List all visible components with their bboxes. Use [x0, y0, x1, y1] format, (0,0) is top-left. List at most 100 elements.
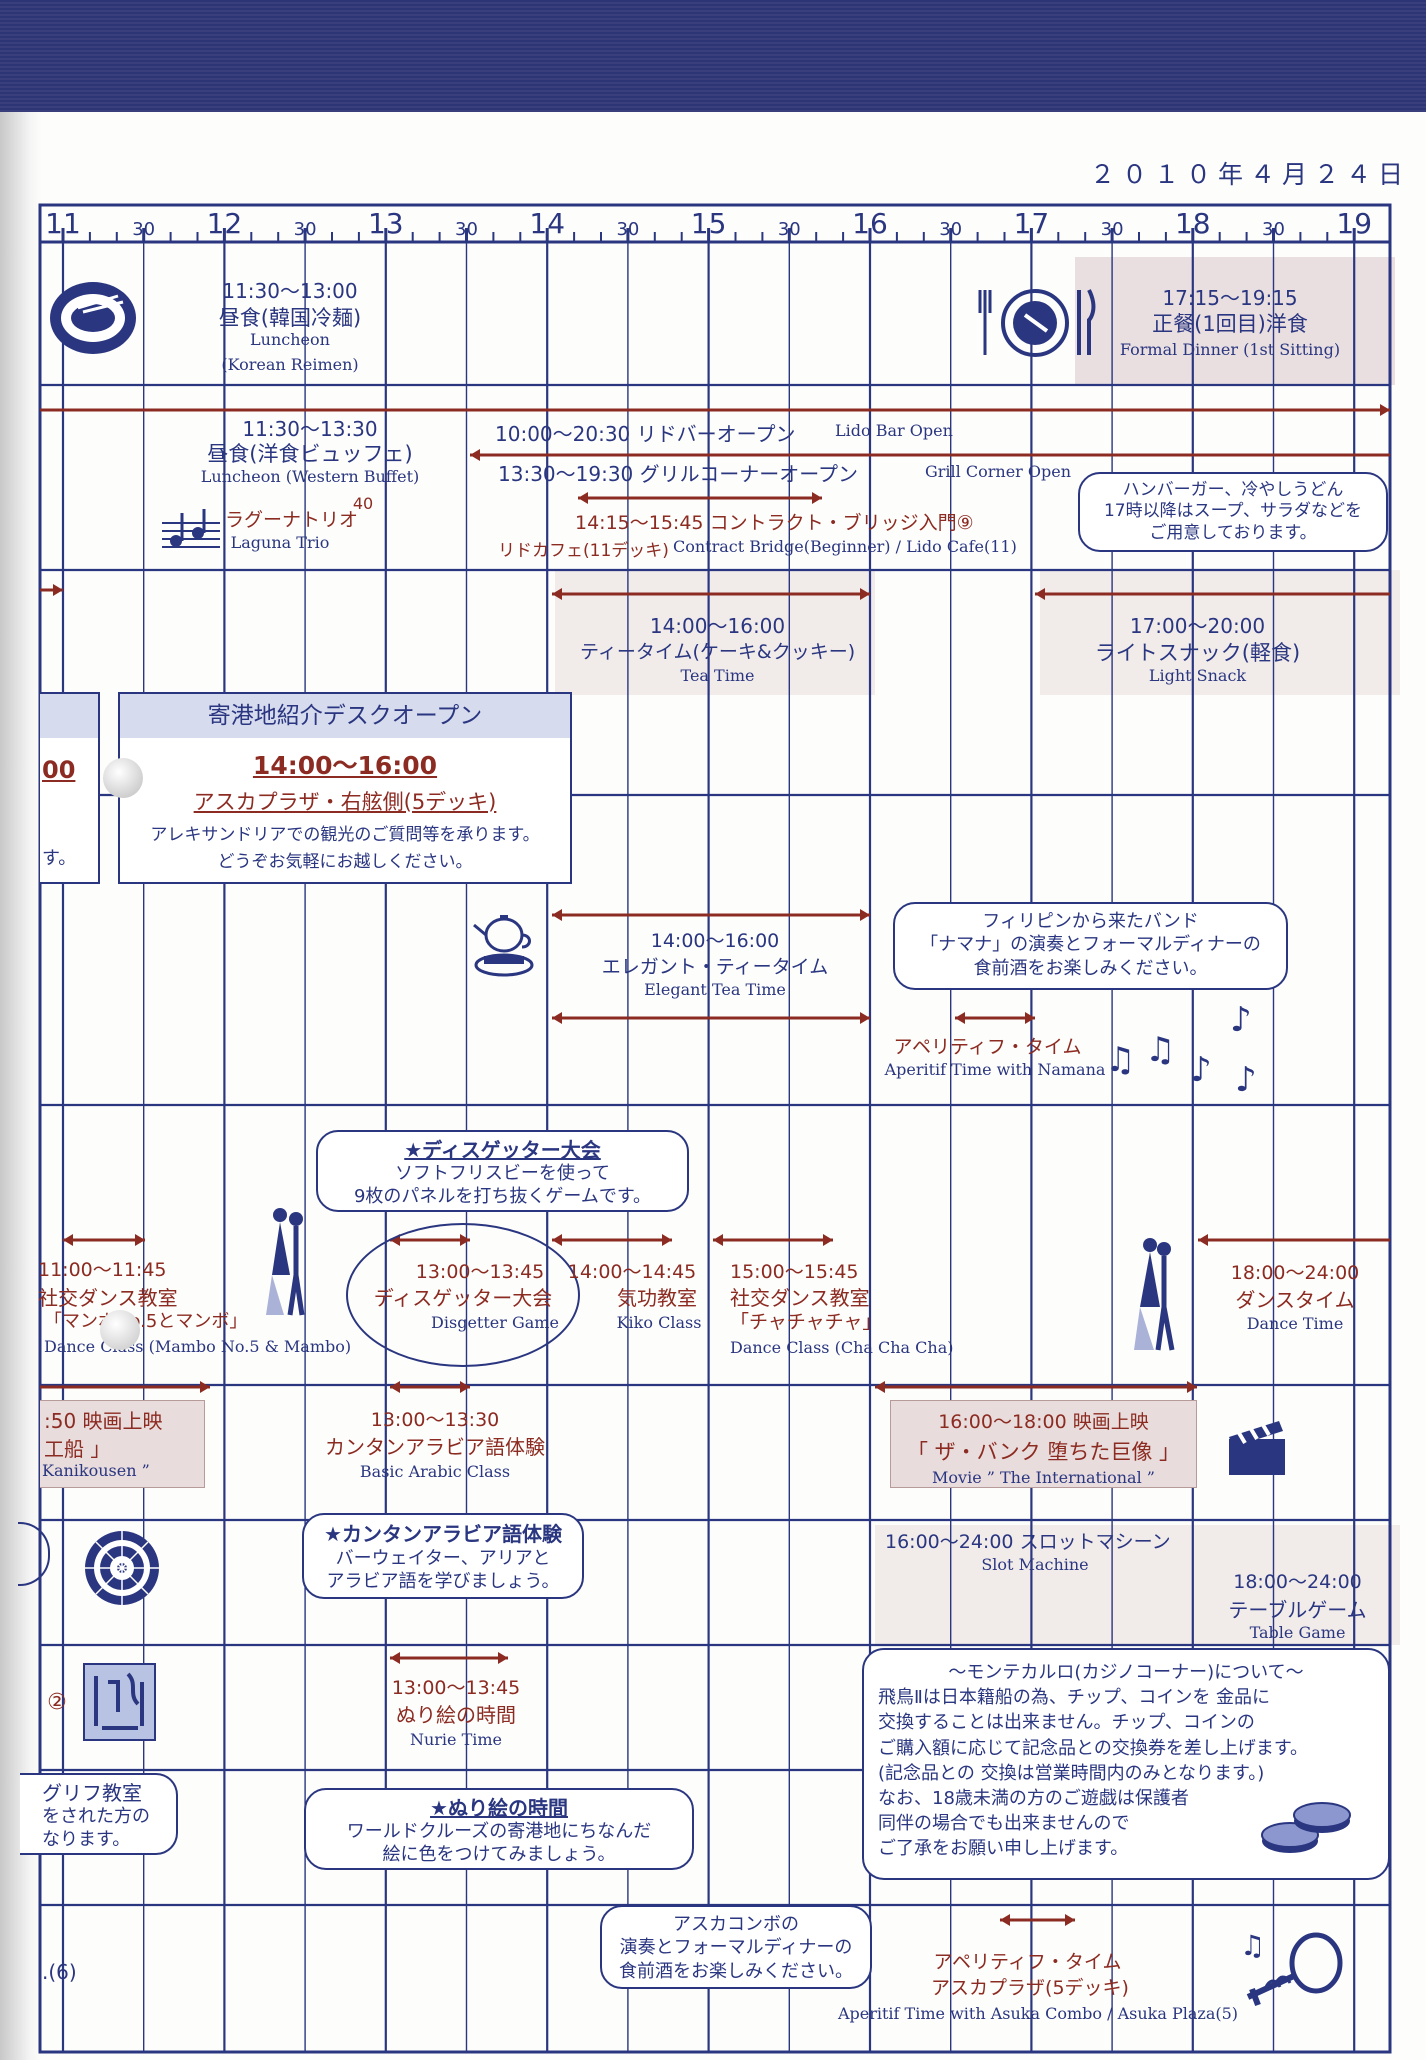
nurie-time-en: Nurie Time — [409, 1730, 503, 1749]
plate-bowl-icon — [48, 278, 138, 358]
kiko-en: Kiko Class — [616, 1313, 702, 1332]
arabic-class-title: カンタンアラビア語体験 — [325, 1435, 545, 1459]
dance-time-time: 18:00〜24:00 — [1230, 1262, 1360, 1284]
elegant-tea-en: Elegant Tea Time — [644, 980, 786, 999]
port-desk-box: 寄港地紹介デスクオープン 14:00〜16:00 アスカプラザ・右舷側(5デッキ… — [118, 692, 572, 884]
disgetter-title: ディスゲッター大会 — [373, 1286, 553, 1310]
prev-row3-arrow-head — [53, 584, 63, 596]
nurie-arrow-head-right — [498, 1652, 508, 1664]
binder-hole-2 — [100, 1310, 140, 1350]
dance-class1-time: 11:00〜11:45 — [38, 1259, 167, 1281]
combo-info-bubble: アスカコンボの演奏とフォーマルディナーの食前酒をお楽しみください。 — [600, 1905, 872, 1989]
arabic-info-bubble: ★カンタンアラビア語体験 バーウェイター、アリアとアラビア語を学びましょう。 — [302, 1513, 584, 1599]
slot-shade — [875, 1525, 1400, 1645]
elegant-tea-arrow-head-left — [552, 909, 562, 921]
port-desk-title: 寄港地紹介デスクオープン — [120, 694, 570, 738]
top-color-band — [0, 0, 1426, 112]
port-desk-desc1: アレキサンドリアでの観光のご質問等を承ります。 — [150, 825, 540, 845]
kiko-arrow-head-left — [552, 1234, 562, 1246]
light-snack-time: 17:00〜20:00 — [1129, 614, 1266, 638]
aperitif-namana-title: アペリティフ・タイム — [893, 1036, 1082, 1058]
binder-hole — [103, 758, 143, 798]
dance-class1-arrow-head-left — [63, 1234, 73, 1246]
luncheon-time: 11:30〜13:00 — [222, 279, 358, 303]
lunch-buffet-time: 11:30〜13:30 — [242, 417, 378, 441]
tea-time-arrow-head-left — [552, 588, 562, 600]
lido-bar-arrow-head — [1380, 404, 1390, 416]
dance-class2-en: Dance Class (Cha Cha Cha) — [730, 1338, 954, 1357]
dinner-plate-icon — [975, 285, 1100, 360]
dinner-title: 正餐(1回目)洋食 — [1152, 312, 1308, 336]
nurie-time-time: 13:00〜13:45 — [391, 1677, 521, 1699]
dance-class2-song: 「チャチャチャ」 — [730, 1311, 882, 1333]
dinner-en: Formal Dinner (1st Sitting) — [1119, 340, 1341, 359]
elegant-tea-time: 14:00〜16:00 — [650, 930, 780, 952]
movie-kanikousen-box: :50 映画上映 工船 」 Kanikousen ” — [40, 1400, 205, 1488]
grill-corner-en: Grill Corner Open — [925, 462, 1072, 481]
schedule-date: ２０１０年４月２４日 — [1090, 160, 1411, 189]
teapot-icon — [470, 905, 535, 980]
elegant-tea-arrow-head-right — [860, 909, 870, 921]
elegant-tea-arrow-2-head-left — [552, 1012, 562, 1024]
light-snack-arrow-head — [1035, 588, 1045, 600]
tea-time-arrow-head-right — [860, 588, 870, 600]
lido-bar-en: Lido Bar Open — [835, 421, 953, 440]
laguna-trio-number: 40 — [352, 494, 374, 513]
bridge-en: Contract Bridge(Beginner) / Lido Cafe(11… — [673, 537, 1017, 556]
casino-info-bubble: 〜モンテカルロ(カジノコーナー)について〜 飛鳥Ⅱは日本籍船の為、チップ、コイン… — [862, 1648, 1390, 1880]
bridge-place: リドカフェ(11デッキ) — [498, 541, 669, 561]
lunch-buffet-en: Luncheon (Western Buffet) — [200, 467, 420, 486]
movie2-arrow-head-left — [875, 1381, 885, 1393]
partial-deck-label: .(6) — [42, 1960, 77, 1984]
aperitif-combo-place: アスカプラザ(5デッキ) — [931, 1977, 1129, 1999]
nurie-time-title: ぬり絵の時間 — [396, 1703, 516, 1727]
nurie-info-bubble: ★ぬり絵の時間 ワールドクルーズの寄港地にちなんだ絵に色をつけてみましょう。 — [304, 1788, 694, 1870]
hieroglyph-tile-icon — [82, 1662, 157, 1742]
tea-time-title: ティータイム(ケーキ&クッキー) — [580, 641, 856, 663]
arabic-class-en: Basic Arabic Class — [359, 1462, 511, 1481]
table-game-time: 18:00〜24:00 — [1233, 1571, 1362, 1593]
table-game-en: Table Game — [1249, 1623, 1346, 1642]
arabic-class-arrow-head-right — [460, 1381, 470, 1393]
light-snack-title: ライトスナック(軽食) — [1094, 641, 1301, 665]
dance-class1-song: 「マンボNo.5とマンボ」 — [44, 1311, 248, 1332]
lunch-buffet-title: 昼食(洋食ビュッフェ) — [207, 442, 413, 466]
movie1-arrow-head — [200, 1381, 210, 1393]
arabic-class-time: 13:00〜13:30 — [370, 1409, 500, 1431]
grid-frame — [38, 203, 1392, 2054]
lido-bar-title: 10:00〜20:30 リドバーオープン — [495, 422, 796, 446]
music-notes-icon: ♪ ♫ ♫ ♪ ♪ — [1105, 1000, 1257, 1100]
aperitif-combo-en: Aperitif Time with Asuka Combo / Asuka P… — [837, 2004, 1239, 2023]
slot-machine-title: 16:00〜24:00 スロットマシーン — [885, 1531, 1171, 1553]
disgetter-oval — [346, 1223, 580, 1367]
aperitif-combo-title: アペリティフ・タイム — [933, 1951, 1122, 1973]
dance-class2-arrow-head-left — [713, 1234, 723, 1246]
dance-time-title: ダンスタイム — [1235, 1288, 1355, 1312]
aperitif-combo-arrow-head-left — [1000, 1914, 1010, 1926]
grill-corner-title: 13:30〜19:30 グリルコーナーオープン — [498, 462, 859, 486]
movie-international-box: 16:00〜18:00 映画上映 「 ザ・バンク 堕ちた巨像 」 Movie ”… — [890, 1400, 1197, 1488]
luncheon-en: Luncheon — [250, 330, 330, 349]
grill-corner-arrow-head — [470, 449, 480, 461]
dance-class1-title: 社交ダンス教室 — [38, 1286, 178, 1310]
dance-class2-title: 社交ダンス教室 — [730, 1286, 870, 1310]
elegant-tea-arrow-2-head-right — [860, 1012, 870, 1024]
kiko-arrow-head-right — [662, 1234, 672, 1246]
bridge-arrow-head-left — [578, 492, 588, 504]
tea-shade — [555, 570, 875, 695]
port-desk-desc2: どうぞお気軽にお越しください。 — [217, 852, 473, 872]
dance-class2-time: 15:00〜15:45 — [730, 1261, 859, 1283]
music-staff-icon — [160, 505, 222, 555]
trumpet-icon: ♫ — [1238, 1925, 1343, 2020]
movie2-arrow-head-right — [1187, 1381, 1197, 1393]
slot-machine-en: Slot Machine — [981, 1555, 1089, 1574]
nurie-arrow-head-left — [390, 1652, 400, 1664]
tea-time-en: Tea Time — [680, 666, 755, 685]
dancers-icon-2 — [1128, 1235, 1183, 1355]
casino-chips-icon — [1258, 1793, 1358, 1863]
partial-number: ② — [47, 1690, 67, 1715]
laguna-trio-en: Laguna Trio — [230, 533, 330, 552]
elegant-tea-title: エレガント・ティータイム — [601, 956, 829, 978]
